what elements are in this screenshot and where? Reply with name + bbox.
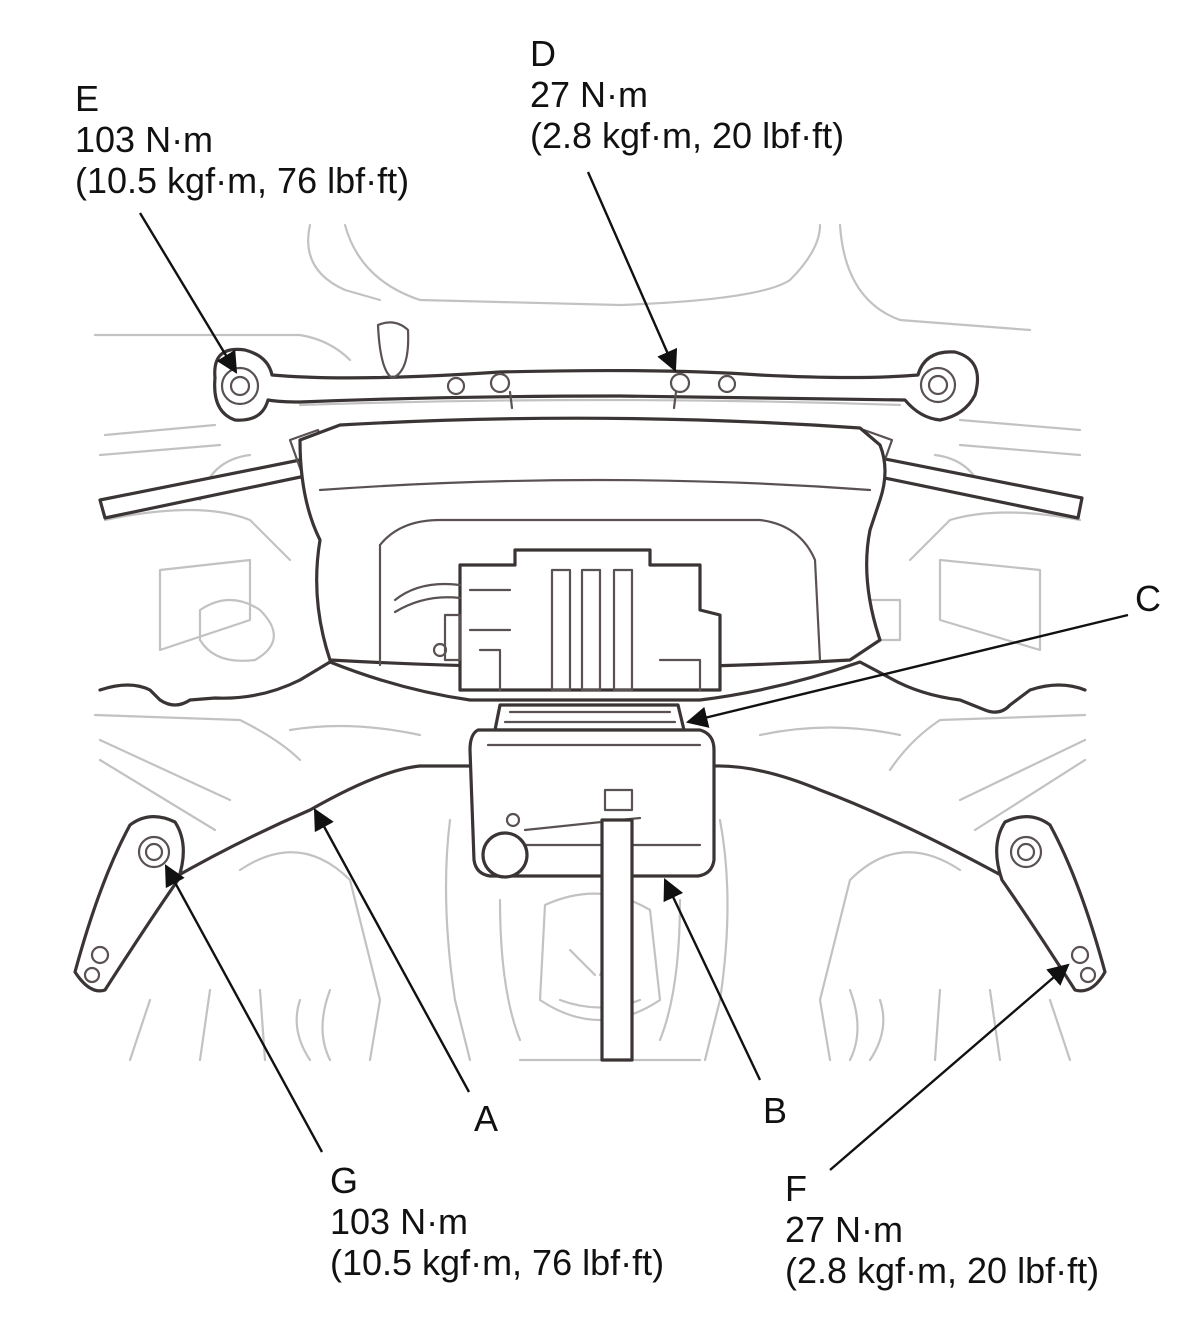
lower-crossbeam xyxy=(98,660,1087,882)
callout-c-letter: C xyxy=(1135,578,1161,619)
callout-g-alt: (10.5 kgf·m, 76 lbf·ft) xyxy=(330,1242,665,1283)
callout-b-letter: B xyxy=(763,1090,788,1131)
callout-e-alt: (10.5 kgf·m, 76 lbf·ft) xyxy=(75,160,410,201)
callout-a-letter: A xyxy=(474,1098,499,1139)
leader-lines xyxy=(138,171,1129,1171)
callout-c: C xyxy=(1135,578,1161,619)
callout-d-letter: D xyxy=(530,33,556,74)
callout-f: F 27 N·m (2.8 kgf·m, 20 lbf·ft) xyxy=(785,1168,1099,1291)
leader-b xyxy=(663,878,762,1081)
transmission-housing xyxy=(393,548,722,692)
leader-g xyxy=(164,864,324,1153)
callout-g: G 103 N·m (10.5 kgf·m, 76 lbf·ft) xyxy=(330,1160,664,1283)
leader-a xyxy=(313,808,471,1093)
subframe-body xyxy=(298,416,887,670)
callout-d-torque: 27 N·m xyxy=(530,74,649,115)
leader-c xyxy=(685,613,1129,728)
callout-f-letter: F xyxy=(785,1168,807,1209)
callout-e: E 103 N·m (10.5 kgf·m, 76 lbf·ft) xyxy=(75,78,409,201)
callout-f-torque: 27 N·m xyxy=(785,1209,904,1250)
callout-g-torque: 103 N·m xyxy=(330,1201,469,1242)
callout-b: B xyxy=(763,1090,787,1131)
leader-d xyxy=(586,171,678,372)
leader-e xyxy=(138,212,238,374)
background-body-structure xyxy=(93,223,1087,1062)
callout-e-torque: 103 N·m xyxy=(75,119,214,160)
front-crossmember xyxy=(213,321,980,422)
transmission-mount xyxy=(468,703,716,1062)
lower-mount-arms xyxy=(73,815,1107,993)
callout-d-alt: (2.8 kgf·m, 20 lbf·ft) xyxy=(530,115,845,156)
callout-f-alt: (2.8 kgf·m, 20 lbf·ft) xyxy=(785,1250,1100,1291)
callout-g-letter: G xyxy=(330,1160,359,1201)
callout-e-letter: E xyxy=(75,78,100,119)
callout-d: D 27 N·m (2.8 kgf·m, 20 lbf·ft) xyxy=(530,33,844,156)
leader-f xyxy=(829,963,1070,1171)
callout-a: A xyxy=(474,1098,498,1139)
